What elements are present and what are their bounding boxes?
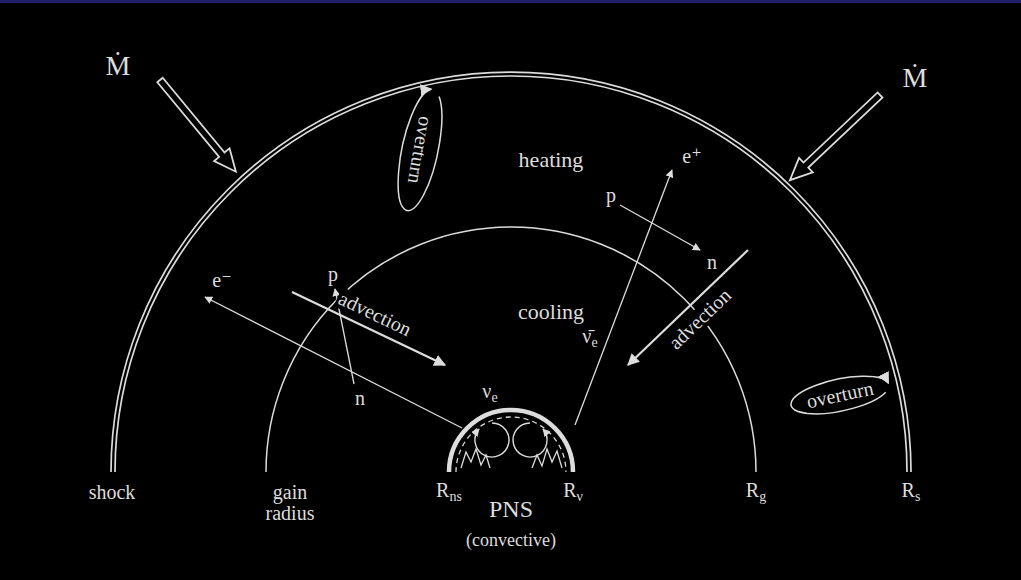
particle-label: n <box>705 252 719 273</box>
radius-label: gain radius <box>252 482 328 524</box>
shock-arc <box>115 76 907 472</box>
region-label: cooling <box>516 300 586 323</box>
overturn-label: overturn <box>803 377 878 412</box>
accretion-arrow-outline <box>783 88 887 188</box>
overturn-loop-path <box>389 86 450 215</box>
neutrinosphere-arc <box>456 417 566 472</box>
symbol-main: ν <box>482 380 491 402</box>
region-label: heating <box>517 148 586 171</box>
symbol-main: R <box>436 479 449 501</box>
radius-label: shock <box>87 482 138 503</box>
nucleon-track <box>620 205 700 250</box>
advection-label: advection <box>663 283 737 355</box>
accretion-arrow <box>152 74 243 178</box>
particle-label: e⁺ <box>680 146 703 167</box>
convection-zigzag <box>461 449 490 468</box>
convection-zigzag <box>532 449 562 468</box>
symbol-subscript: e <box>491 390 497 405</box>
symbol-main: R <box>902 479 915 501</box>
antineutrino-track <box>575 170 672 425</box>
accretion-arrow <box>783 88 887 188</box>
star-label: (convective) <box>464 531 558 550</box>
particle-label: ν̄e <box>580 326 599 350</box>
star-label: PNS <box>487 497 535 522</box>
particle-label: n <box>353 388 367 409</box>
symbol-subscript: g <box>759 489 766 504</box>
particle-label: e⁻ <box>210 270 233 291</box>
symbol-subscript: s <box>915 489 920 504</box>
shock-arc <box>111 72 911 472</box>
symbol-main: R <box>563 479 576 501</box>
radius-label: Rν <box>561 480 585 504</box>
symbol-main: R <box>746 479 759 501</box>
symbol-main: ν̄ <box>582 325 591 347</box>
particle-label: p <box>604 185 618 206</box>
symbol-subscript: e <box>591 335 597 350</box>
overturn-loop <box>389 86 450 215</box>
particle-label: νe <box>480 381 499 405</box>
pns-surface <box>449 410 573 472</box>
particle-label: p <box>326 264 340 285</box>
gain-radius-arc <box>266 227 756 472</box>
radius-label: Rns <box>434 480 464 504</box>
overturn-loop-path <box>788 369 892 421</box>
neutrino-track <box>205 297 462 428</box>
advection-arrow <box>628 250 748 365</box>
top-border <box>0 0 1021 3</box>
mass-accretion-label: Ṁ <box>901 63 930 92</box>
advection-label: advection <box>334 287 417 341</box>
symbol-subscript: ν <box>577 489 583 504</box>
convection-cell <box>513 423 547 457</box>
radius-label: Rg <box>744 480 768 504</box>
overturn-loop <box>788 369 892 421</box>
overturn-label: overturn <box>403 113 436 187</box>
convection-cell <box>475 423 509 457</box>
symbol-subscript: ns <box>449 489 461 504</box>
accretion-arrow-outline <box>152 74 243 178</box>
mass-accretion-label: Ṁ <box>104 51 133 80</box>
radius-label: Rs <box>900 480 923 504</box>
